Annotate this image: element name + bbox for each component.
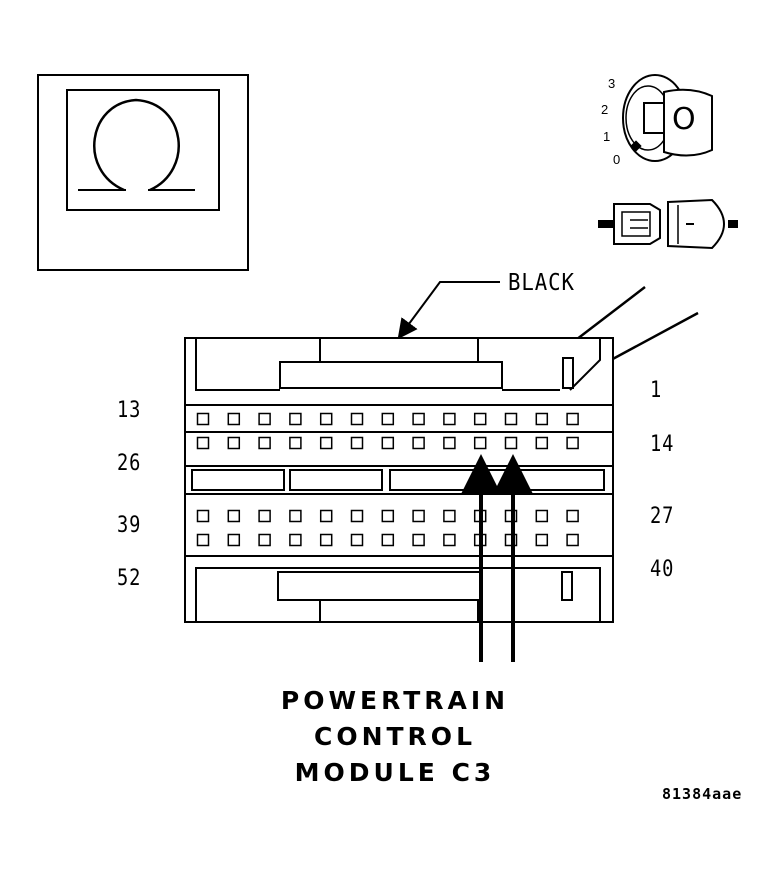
pin-cavity (381, 533, 395, 547)
pin-cavity (412, 533, 425, 547)
pin-label-1: 1 (650, 378, 663, 403)
pin-cavity (258, 412, 271, 426)
pin-cavity (227, 533, 241, 547)
pin-cavity (473, 436, 487, 450)
pin-cavity (350, 509, 364, 523)
pin-cavity (443, 533, 456, 547)
ignition-position-3: 3 (608, 76, 616, 91)
pin-cavity (412, 509, 425, 523)
pin-cavity (504, 412, 518, 426)
pin-cavity (535, 436, 549, 450)
pin-cavity (258, 533, 271, 547)
pin-cavity (412, 412, 425, 426)
pin-cavity (566, 509, 579, 523)
pin-cavity (196, 509, 210, 523)
pin-cavity (566, 533, 579, 547)
ignition-position-1: 1 (603, 129, 611, 144)
key-glyph: O (672, 102, 696, 137)
pin-cavity (566, 412, 579, 426)
ohmmeter-omega-icon (37, 74, 249, 271)
pin-cavity (350, 412, 364, 426)
pin-label-40: 40 (650, 557, 675, 582)
pin-cavity (196, 436, 210, 450)
pin-cavity (289, 509, 302, 523)
figure-id: 81384aae (662, 785, 743, 803)
pin-cavity (258, 436, 271, 450)
pin-cavity (227, 436, 241, 450)
pin-cavity (535, 412, 549, 426)
pin-cavity (227, 509, 241, 523)
pin-cavity (381, 436, 395, 450)
pin-cavity (443, 436, 456, 450)
probe-arrows-bottom (461, 454, 533, 662)
wire-color-leader (397, 281, 500, 340)
pin-cavity (289, 533, 302, 547)
pin-label-13: 13 (117, 398, 142, 423)
title-line-3: MODULE C3 (294, 758, 496, 787)
pin-cavity (381, 509, 395, 523)
pin-cavity (319, 436, 333, 450)
wire-color-label: BLACK (508, 270, 575, 296)
ignition-key-icon (622, 74, 713, 162)
pin-cavity (535, 509, 549, 523)
title-line-1: POWERTRAIN (280, 686, 510, 715)
title-line-2: CONTROL (313, 722, 476, 751)
pin-cavity (350, 533, 364, 547)
pin-cavity (443, 412, 456, 426)
pin-cavity (412, 436, 425, 450)
pin-cavity (196, 412, 210, 426)
pin-cavity (319, 533, 333, 547)
pin-cavity (289, 412, 302, 426)
pin-cavity (350, 436, 364, 450)
ignition-position-2: 2 (601, 102, 609, 117)
pin-cavity (381, 412, 395, 426)
pin-label-27: 27 (650, 504, 675, 529)
pin-label-52: 52 (117, 566, 142, 591)
pin-cavity (473, 412, 487, 426)
pin-cavity (258, 509, 271, 523)
disconnected-connector-icon (598, 198, 738, 250)
ignition-position-0: 0 (613, 152, 621, 167)
pin-label-39: 39 (117, 513, 142, 538)
pin-cavity (227, 412, 241, 426)
pin-cavity (504, 436, 518, 450)
pin-cavity (289, 436, 302, 450)
pin-cavity (319, 412, 333, 426)
pin-cavity (566, 436, 579, 450)
pin-cavity (196, 533, 210, 547)
pin-cavity (443, 509, 456, 523)
pin-label-26: 26 (117, 451, 142, 476)
connector-body (184, 337, 614, 623)
pin-cavity (535, 533, 549, 547)
pin-cavity (319, 509, 333, 523)
pin-label-14: 14 (650, 432, 675, 457)
